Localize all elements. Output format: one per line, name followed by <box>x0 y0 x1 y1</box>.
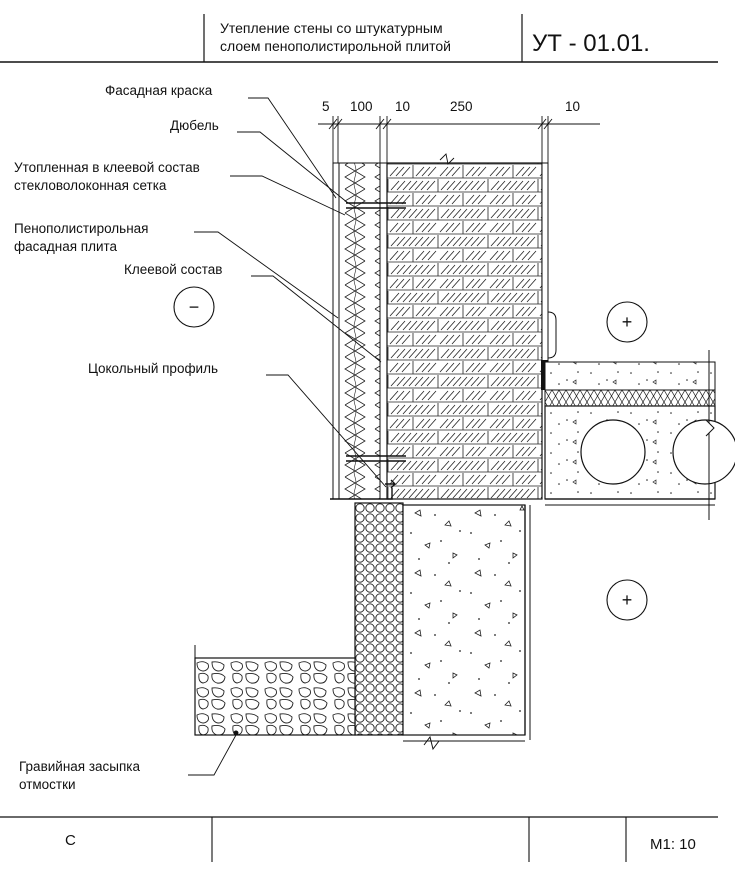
label-gravel-line-1: Гравийная засыпка <box>19 759 141 774</box>
label-mesh-line-1: Утопленная в клеевой состав <box>14 160 200 175</box>
title-line-1: Утепление стены со штукатурным <box>220 20 443 36</box>
dim-100: 100 <box>350 99 373 114</box>
dim-5: 5 <box>322 99 330 114</box>
label-board-line-1: Пенополистирольная <box>14 221 149 236</box>
leader-lines <box>188 97 387 776</box>
title-line-2: слоем пенополистирольной плитой <box>220 38 451 54</box>
label-facade-paint: Фасадная краска <box>105 83 213 98</box>
plinth-profile <box>330 479 397 500</box>
drawing-code: УТ - 01.01. <box>532 30 650 57</box>
footer-frame <box>0 816 718 862</box>
zone-outside-sign: − <box>189 297 200 317</box>
dowel-lower <box>346 455 406 462</box>
zone-outside-marker: − <box>173 286 215 328</box>
label-gravel-line-2: отмостки <box>19 777 76 792</box>
dim-250: 250 <box>450 99 473 114</box>
label-mesh-line-2: стекловолоконная сетка <box>14 178 167 193</box>
zone-inside-lower-sign: + <box>622 590 633 610</box>
zone-inside-lower-marker: + <box>606 579 648 621</box>
gravel-leader-dot <box>233 730 239 736</box>
gravel-backfill <box>194 645 356 736</box>
label-dowel: Дюбель <box>170 118 219 133</box>
dim-10-b: 10 <box>565 99 580 114</box>
title-block: Утепление стены со штукатурным слоем пен… <box>0 14 718 63</box>
footer-left: С <box>65 832 76 849</box>
foundation <box>354 502 531 751</box>
dimension-line <box>318 116 600 165</box>
dim-10-a: 10 <box>395 99 410 114</box>
footer-scale: М1: 10 <box>650 836 696 853</box>
zone-inside-upper-marker: + <box>606 301 648 343</box>
label-board-line-2: фасадная плита <box>14 239 118 254</box>
zone-inside-upper-sign: + <box>622 312 633 332</box>
wall-section <box>332 153 557 500</box>
floor-slab <box>544 350 735 520</box>
dowel-upper <box>346 202 406 209</box>
label-adhesive: Клеевой состав <box>124 262 222 277</box>
label-plinth-profile: Цокольный профиль <box>88 361 218 376</box>
